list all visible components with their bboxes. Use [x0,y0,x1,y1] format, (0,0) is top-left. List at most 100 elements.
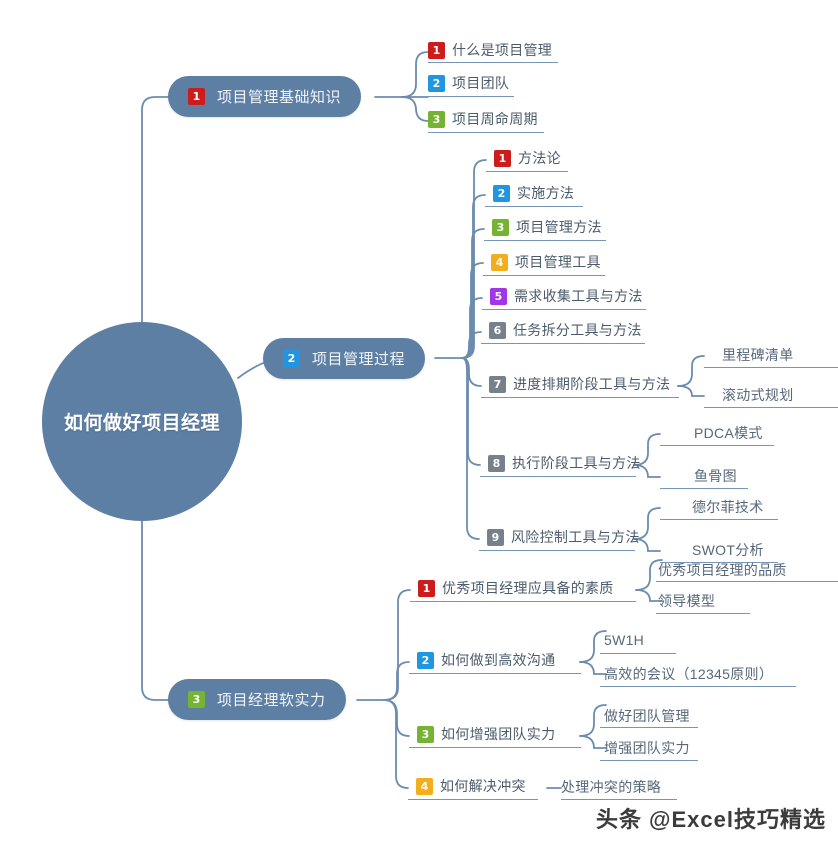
node-label-2-6: 任务拆分工具与方法 [513,322,642,338]
node-rule-2-8 [480,476,636,478]
leaf-label-3-1-1: 优秀项目经理的品质 [658,562,787,578]
leaf-3-2-2[interactable]: 高效的会议（12345原则） [604,664,773,684]
leaf-3-2-1[interactable]: 5W1H [604,632,644,648]
node-2-9[interactable]: 9 风险控制工具与方法 [487,527,640,547]
leaf-2-8-2[interactable]: 鱼骨图 [694,466,737,486]
node-2-7[interactable]: 7 进度排期阶段工具与方法 [489,374,670,394]
node-rule-1-3 [428,132,544,134]
leaf-3-3-2[interactable]: 增强团队实力 [604,738,690,758]
node-3-3[interactable]: 3 如何增强团队实力 [417,724,555,744]
node-badge-2-3: 3 [492,218,509,236]
node-label-3-4: 如何解决冲突 [440,778,526,794]
node-rule-3-2 [409,673,581,675]
branch-node-1[interactable]: 1 项目管理基础知识 [168,76,362,117]
leaf-label-2-7-1: 里程碑清单 [722,347,794,363]
leaf-label-3-3-1: 做好团队管理 [604,708,690,724]
leaf-rule-3-1-2 [656,613,750,615]
leaf-rule-2-9-1 [660,519,778,521]
branch-node-2[interactable]: 2 项目管理过程 [263,338,426,379]
node-badge-3-2: 2 [417,651,434,669]
branch-label-1: 项目管理基础知识 [217,89,342,106]
branch-node-3[interactable]: 3 项目经理软实力 [168,679,346,720]
node-label-3-2: 如何做到高效沟通 [441,652,556,668]
leaf-rule-2-8-2 [660,488,748,490]
node-badge-3-1: 1 [418,579,435,597]
leaf-2-9-2[interactable]: SWOT分析 [692,540,764,560]
node-2-5[interactable]: 5 需求收集工具与方法 [490,286,643,306]
leaf-label-3-2-2: 高效的会议（12345原则） [604,666,774,682]
root-label: 如何做好项目经理 [63,413,220,434]
leaf-2-8-1[interactable]: PDCA模式 [694,423,763,443]
node-2-1[interactable]: 1 方法论 [494,148,561,168]
node-label-2-8: 执行阶段工具与方法 [512,455,641,471]
node-rule-2-2 [485,206,583,208]
node-label-2-3: 项目管理方法 [516,219,602,235]
node-label-1-3: 项目周命周期 [452,111,538,127]
node-2-6[interactable]: 6 任务拆分工具与方法 [489,320,642,340]
leaf-label-2-8-1: PDCA模式 [694,425,763,441]
leaf-2-7-1[interactable]: 里程碑清单 [722,345,794,365]
node-rule-1-2 [428,96,514,98]
node-label-2-2: 实施方法 [517,185,575,201]
watermark: 头条 @Excel技巧精选 [595,807,826,832]
leaf-3-3-1[interactable]: 做好团队管理 [604,706,690,726]
leaf-label-3-2-1: 5W1H [604,632,645,648]
node-badge-2-8: 8 [488,454,505,472]
node-rule-1-1 [428,62,558,64]
node-label-3-3: 如何增强团队实力 [441,726,556,742]
node-label-2-4: 项目管理工具 [515,254,601,270]
leaf-label-3-3-2: 增强团队实力 [604,740,690,756]
node-3-1[interactable]: 1 优秀项目经理应具备的素质 [418,578,614,598]
node-rule-2-1 [486,171,568,173]
leaf-rule-3-3-2 [600,760,698,762]
node-badge-3-3: 3 [417,725,434,743]
node-badge-2-5: 5 [490,287,507,305]
node-label-1-1: 什么是项目管理 [452,42,553,58]
node-label-1-2: 项目团队 [452,75,510,91]
node-badge-2-1: 1 [494,149,511,167]
node-badge-2-7: 7 [489,375,506,393]
leaf-rule-3-3-1 [600,727,698,729]
leaf-3-1-1[interactable]: 优秀项目经理的品质 [658,560,787,580]
node-rule-3-1 [410,601,636,603]
root-node[interactable]: 如何做好项目经理 [42,322,242,521]
node-2-2[interactable]: 2 实施方法 [493,183,574,203]
node-label-2-1: 方法论 [518,150,561,166]
node-1-3[interactable]: 3 项目周命周期 [428,109,538,129]
node-2-4[interactable]: 4 项目管理工具 [491,252,601,272]
node-badge-1-3: 3 [428,110,445,128]
node-3-4[interactable]: 4 如何解决冲突 [416,776,526,796]
branch-label-2: 项目管理过程 [312,351,406,368]
node-rule-2-4 [483,275,605,277]
leaf-rule-3-1-1 [656,581,838,583]
node-badge-2-9: 9 [487,528,504,546]
leaf-label-3-1-2: 领导模型 [658,593,716,609]
node-rule-2-7 [481,397,679,399]
leaf-3-1-2[interactable]: 领导模型 [658,591,715,611]
leaf-2-7-2[interactable]: 滚动式规划 [722,385,794,405]
leaf-label-2-9-2: SWOT分析 [692,542,764,558]
leaf-rule-3-2-1 [600,653,676,655]
node-badge-3-4: 4 [416,777,433,795]
node-rule-3-3 [409,747,581,749]
node-badge-2-2: 2 [493,184,510,202]
node-1-1[interactable]: 1 什么是项目管理 [428,40,552,60]
leaf-rule-3-4-1 [561,799,677,801]
node-2-3[interactable]: 3 项目管理方法 [492,217,602,237]
node-1-2[interactable]: 2 项目团队 [428,73,509,93]
node-rule-2-5 [482,309,646,311]
node-label-2-7: 进度排期阶段工具与方法 [513,376,671,392]
node-3-2[interactable]: 2 如何做到高效沟通 [417,650,555,670]
leaf-rule-2-7-1 [704,367,838,369]
node-rule-2-9 [479,550,635,552]
branch-badge-3: 3 [188,691,205,708]
node-rule-2-6 [481,343,645,345]
leaf-rule-2-7-2 [704,407,838,409]
node-2-8[interactable]: 8 执行阶段工具与方法 [488,453,641,473]
branch-badge-1: 1 [188,88,205,105]
leaf-rule-3-2-2 [600,686,796,688]
leaf-3-4-1[interactable]: 处理冲突的策略 [561,777,661,797]
leaf-2-9-1[interactable]: 德尔菲技术 [692,497,764,517]
